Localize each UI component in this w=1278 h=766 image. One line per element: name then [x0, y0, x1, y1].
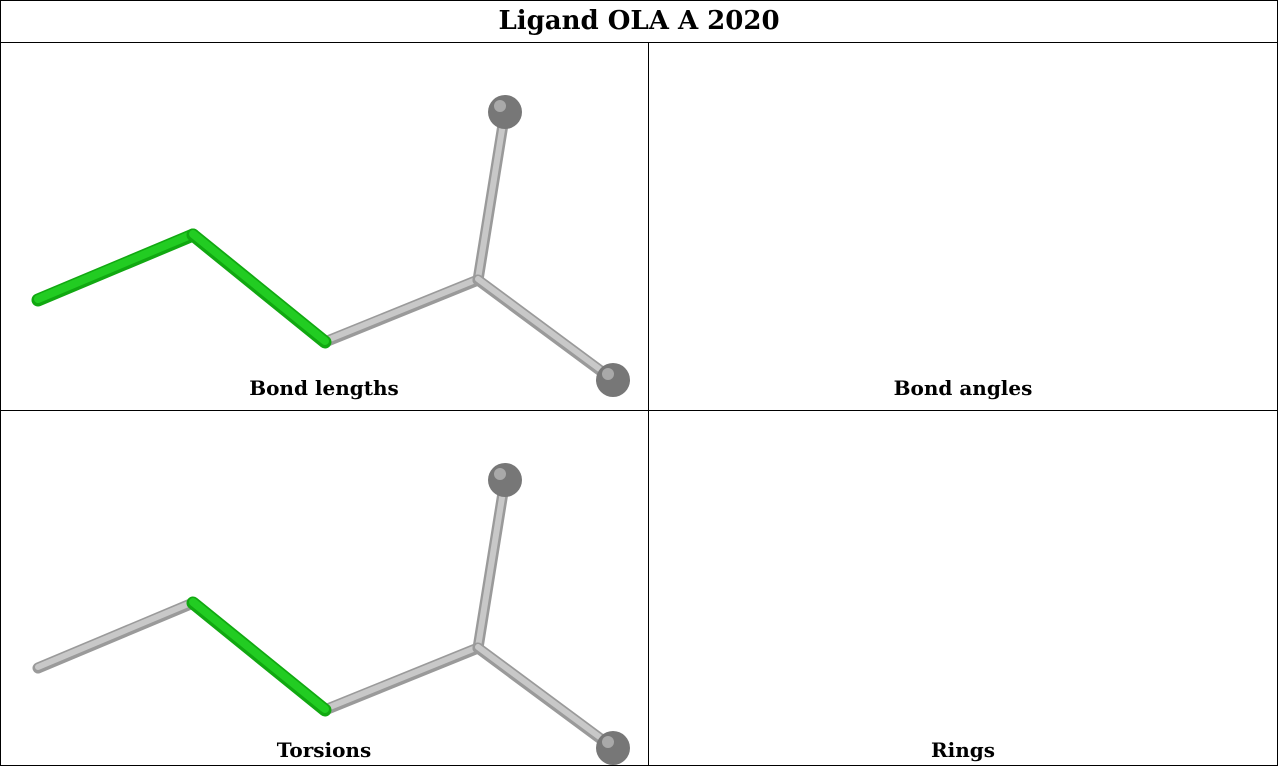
panel-caption: Rings [930, 738, 995, 762]
panel-caption: Bond lengths [249, 376, 399, 400]
atom-sphere-shine [494, 468, 506, 480]
panel-bond-angles: Bond angles [648, 42, 1278, 410]
molecule-view [648, 42, 1278, 410]
highlighted-bond-edge [34, 230, 197, 303]
bond-highlight-edge [35, 599, 196, 670]
panel-rings: Rings [648, 410, 1278, 766]
highlighted-bond-edge [189, 598, 329, 713]
panel-bond-lengths: Bond lengths [0, 42, 648, 410]
panel-caption: Bond angles [893, 376, 1033, 400]
atom-sphere-shine [494, 100, 506, 112]
panel-torsions: Torsions [0, 410, 648, 766]
bond-highlight-edge [475, 276, 616, 382]
bond-highlight-edge [475, 108, 508, 282]
molecule-view [648, 410, 1278, 766]
figure-title: Ligand OLA A 2020 [498, 6, 780, 36]
highlighted-bond-edge [189, 230, 329, 345]
molecule-view [31, 95, 630, 397]
bond-highlight-edge [475, 644, 616, 750]
panel-caption: Torsions [276, 738, 372, 762]
bond-highlight-edge [322, 276, 481, 344]
molecule-view [32, 463, 630, 765]
bond-highlight-edge [475, 476, 508, 650]
bond-highlight-edge [322, 644, 481, 712]
atom-sphere [488, 463, 522, 497]
atom-sphere [488, 95, 522, 129]
